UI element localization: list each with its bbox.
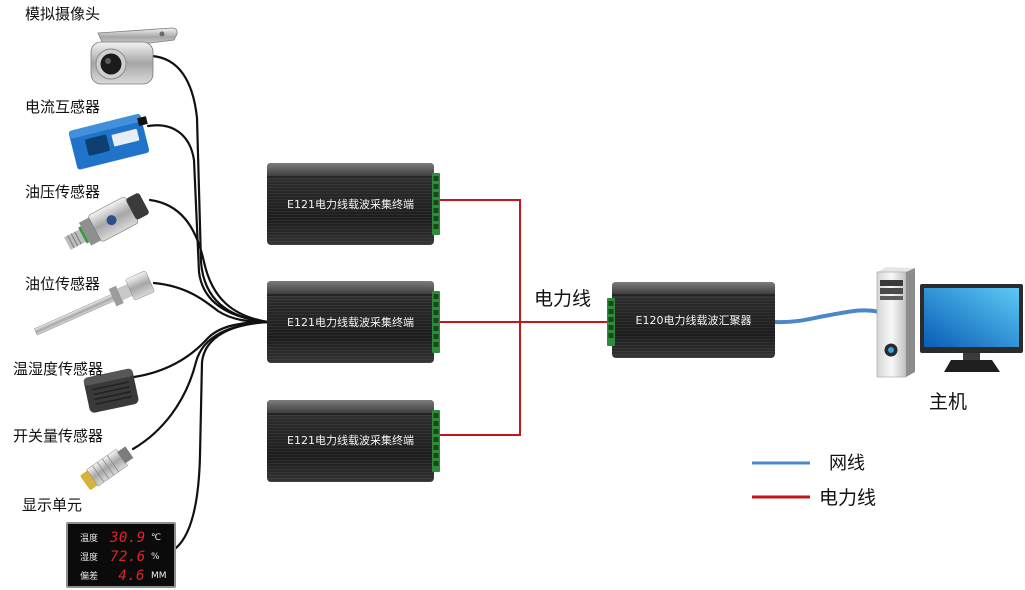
power-led: [888, 347, 894, 353]
e120-aggregator-label: E120电力线载波汇聚器: [612, 315, 775, 326]
terminal-screw: [434, 216, 439, 221]
analog-camera-icon: [91, 28, 177, 84]
drive-bay: [880, 296, 903, 300]
host-monitor-icon: [920, 284, 1023, 372]
device-label-oil-level-sensor: 油位传感器: [25, 277, 100, 292]
terminal-screw: [434, 461, 439, 466]
power-line-terminal-1: [440, 200, 520, 322]
current-transformer-icon: [68, 112, 154, 170]
terminal-screw: [434, 437, 439, 442]
terminal-screw: [434, 310, 439, 315]
power-line-label: 电力线: [534, 290, 591, 309]
device-label-current-transformer: 电流互感器: [25, 100, 100, 115]
enclosure-top: [612, 282, 775, 295]
display-row-temperature: 温度 30.9 ℃: [80, 528, 170, 547]
current-transformer-cable: [148, 125, 268, 322]
enclosure-top: [267, 163, 434, 177]
host-label: 主机: [929, 393, 967, 412]
drive-bay: [880, 288, 903, 294]
terminal-screw: [434, 208, 439, 213]
e121-terminal-2-label: E121电力线载波采集终端: [267, 317, 434, 328]
terminal-screw: [609, 309, 614, 314]
terminal-screw: [434, 192, 439, 197]
probe-rod: [34, 294, 115, 335]
terminal-screw: [434, 421, 439, 426]
terminal-screw: [434, 445, 439, 450]
device-label-display-unit: 显示单元: [22, 498, 82, 513]
power-line-terminal-3: [440, 322, 520, 435]
device-label-switch-sensor: 开关量传感器: [13, 429, 103, 444]
power-line-network: [440, 200, 608, 435]
network-cable: [775, 310, 880, 322]
terminal-screw: [434, 176, 439, 181]
terminal-screw: [434, 302, 439, 307]
display-row-unit: MM: [151, 571, 167, 581]
display-row-value: 72.6: [110, 549, 145, 565]
terminal-screw: [434, 294, 439, 299]
terminal-screw: [434, 318, 439, 323]
display-row-label: 温度: [80, 531, 110, 544]
display-row-humidity: 湿度 72.6 %: [80, 547, 170, 566]
e121-terminal-3-label: E121电力线载波采集终端: [267, 435, 434, 446]
display-row-unit: ℃: [151, 533, 161, 543]
terminal-screw: [434, 200, 439, 205]
terminal-screw: [434, 429, 439, 434]
legend-power-line-label: 电力线: [819, 489, 876, 508]
enclosure-top: [267, 400, 434, 414]
tower-side: [906, 268, 915, 377]
terminal-screw: [434, 326, 439, 331]
e121-terminal-1-label: E121电力线载波采集终端: [267, 199, 434, 210]
display-row-deviation: 偏差 4.6 MM: [80, 566, 170, 585]
display-row-label: 偏差: [80, 569, 110, 582]
terminal-screw: [434, 334, 439, 339]
monitor-screen: [924, 288, 1019, 347]
monitor-stand: [944, 360, 1000, 372]
display-row-value: 4.6: [110, 568, 145, 584]
terminal-screw: [434, 413, 439, 418]
drive-bay: [880, 280, 903, 286]
terminal-screw: [609, 333, 614, 338]
lens-glint: [105, 58, 111, 64]
terminal-screw: [434, 224, 439, 229]
oil-level-cable: [154, 283, 268, 322]
terminal-screw: [434, 184, 439, 189]
camera-lens: [101, 54, 122, 75]
terminal-screw: [434, 453, 439, 458]
device-label-temperature-humidity-sensor: 温湿度传感器: [13, 362, 103, 377]
display-row-label: 湿度: [80, 550, 110, 563]
host-tower-icon: [877, 267, 915, 377]
device-label-oil-pressure-sensor: 油压传感器: [25, 185, 100, 200]
display-face: 温度 30.9 ℃ 湿度 72.6 % 偏差 4.6 MM: [68, 524, 174, 586]
display-unit-icon: 温度 30.9 ℃ 湿度 72.6 % 偏差 4.6 MM: [66, 522, 176, 588]
terminal-screw: [434, 342, 439, 347]
legend-network-cable-label: 网线: [829, 455, 865, 473]
display-row-value: 30.9: [110, 530, 145, 546]
monitor-neck: [963, 353, 980, 361]
sensor-cable-bundle: [133, 56, 268, 548]
device-label-analog-camera: 模拟摄像头: [25, 7, 100, 22]
display-unit-cable: [176, 322, 268, 548]
enclosure-top: [267, 281, 434, 295]
display-row-unit: %: [151, 552, 160, 562]
switch-sensor-icon: [79, 444, 135, 491]
tower-front: [877, 272, 906, 377]
bracket-hole: [160, 32, 165, 37]
terminal-screw: [609, 301, 614, 306]
